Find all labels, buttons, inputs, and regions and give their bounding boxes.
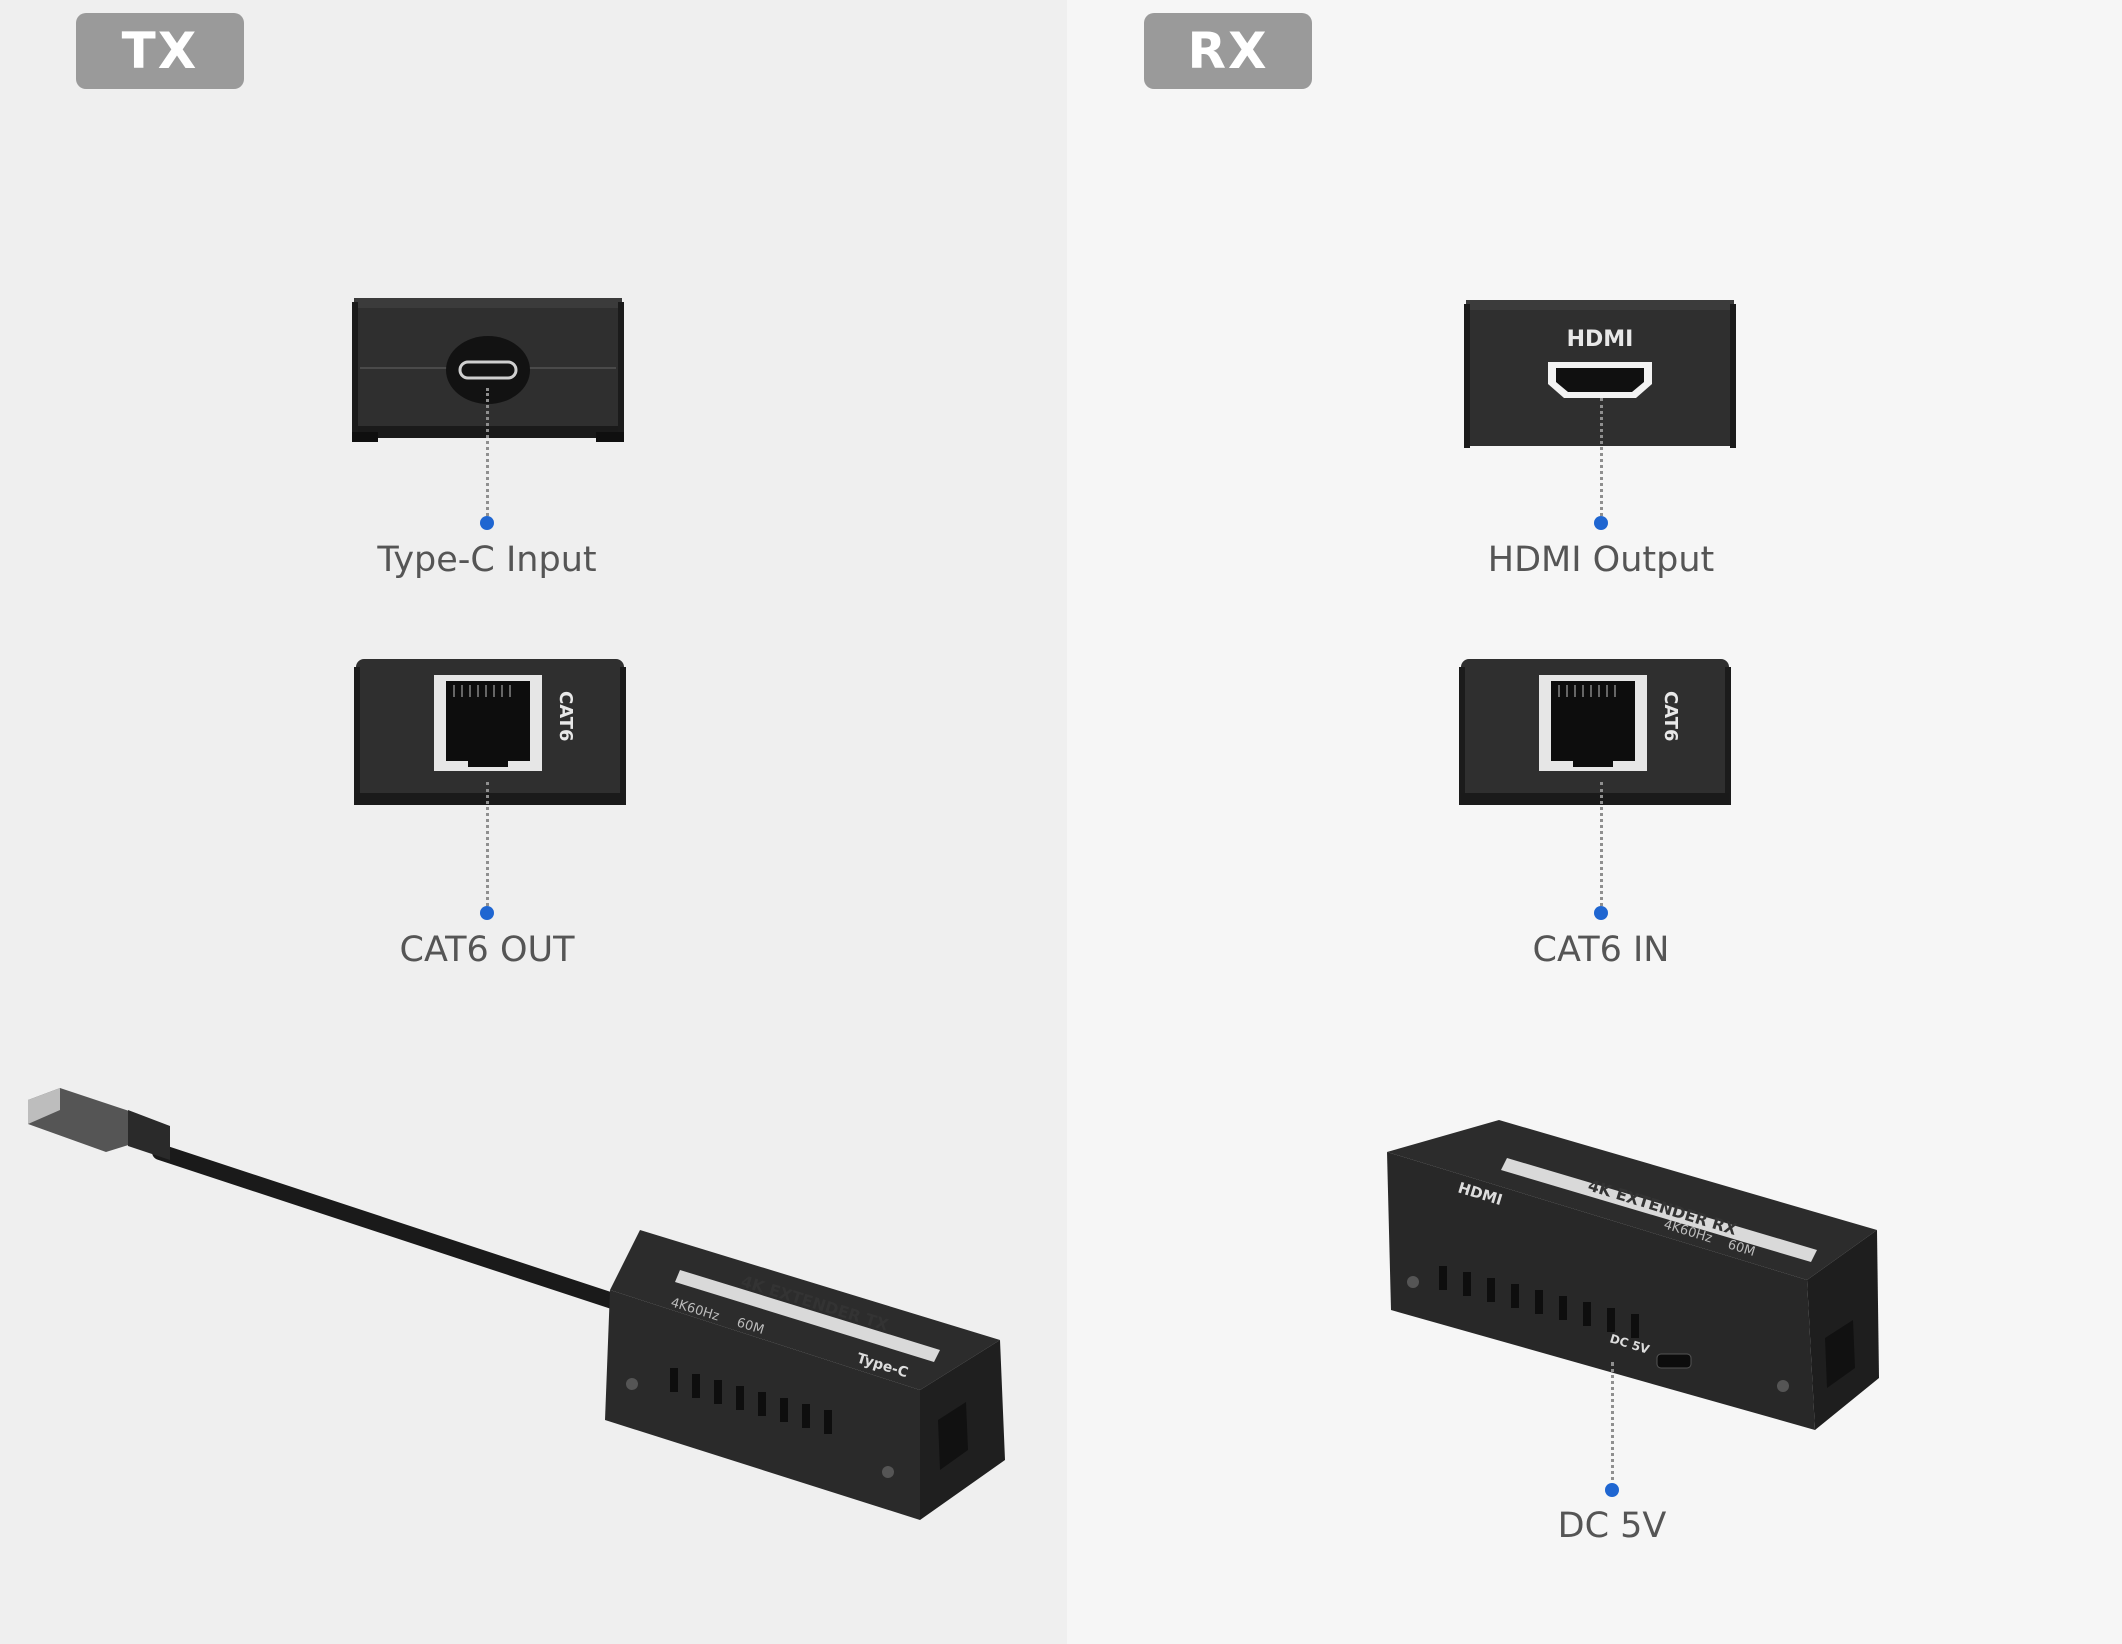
cat6-out-marker-dot (480, 906, 494, 920)
cat6-out-label: CAT6 OUT (399, 930, 575, 970)
hdmi-leader-line (1600, 398, 1603, 522)
dc-5v-marker-dot (1605, 1483, 1619, 1497)
tx-panel: TX Type-C Input CAT6 CAT6 OUT (0, 0, 1067, 1644)
cat6-in-leader-line (1600, 782, 1603, 912)
type-c-marker-dot (480, 516, 494, 530)
dc-5v-label: DC 5V (1557, 1506, 1667, 1546)
tx-extender-device-icon: 4K EXTENDER TX 4K60Hz 60M Type-C (28, 1088, 1005, 1520)
cat6-out-leader-line (486, 782, 489, 912)
cat6-out-port-icon: CAT6 (354, 659, 626, 805)
cat6-in-port-icon: CAT6 (1459, 659, 1731, 805)
hdmi-print: HDMI (1567, 327, 1634, 352)
rx-cat6-print: CAT6 (1660, 691, 1681, 742)
rx-panel: RX HDMI HDMI Output CAT6 CAT6 IN (1067, 0, 2122, 1644)
tx-cat6-print: CAT6 (555, 691, 576, 742)
hdmi-port-icon: HDMI (1464, 300, 1736, 448)
hdmi-marker-dot (1594, 516, 1608, 530)
rx-extender-device-icon: 4K EXTENDER RX 4K60Hz 60M HDMI DC 5V (1387, 1120, 1879, 1430)
cat6-in-marker-dot (1594, 906, 1608, 920)
tx-badge: TX (76, 13, 244, 89)
rx-badge: RX (1144, 13, 1312, 89)
dc-5v-leader-line (1611, 1362, 1614, 1488)
type-c-input-label: Type-C Input (377, 540, 597, 580)
cat6-in-label: CAT6 IN (1532, 930, 1670, 970)
type-c-leader-line (486, 388, 489, 522)
hdmi-output-label: HDMI Output (1487, 540, 1715, 580)
